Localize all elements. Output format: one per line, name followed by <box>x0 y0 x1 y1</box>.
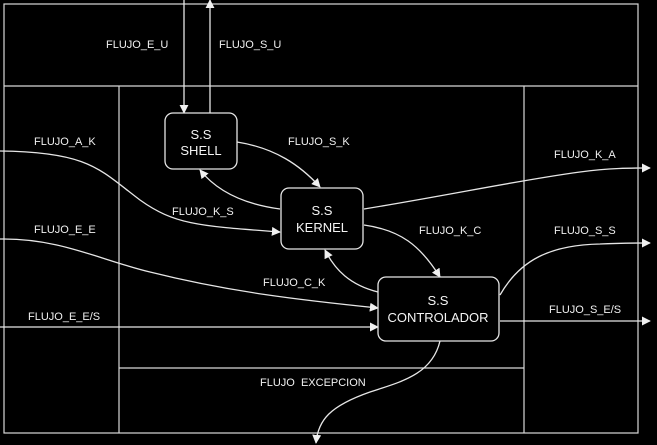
node-kernel-line1: S.S <box>312 203 333 218</box>
node-shell[interactable]: S.S SHELL <box>164 112 238 170</box>
arrow-flujo-c-k <box>324 249 379 293</box>
label-flujo-s-s: FLUJO_S_S <box>554 225 616 237</box>
outer-frame <box>3 3 639 434</box>
label-flujo-k-a: FLUJO_K_A <box>554 149 616 161</box>
label-flujo-e-u: FLUJO_E_U <box>106 39 168 51</box>
label-flujo-s-es: FLUJO_S_E/S <box>549 304 621 316</box>
node-shell-line2: SHELL <box>180 143 221 158</box>
node-controlador-line2: CONTROLADOR <box>387 310 488 325</box>
label-flujo-e-e: FLUJO_E_E <box>34 224 96 236</box>
arrow-flujo-k-c <box>363 224 441 278</box>
label-flujo-e-es: FLUJO_E_E/S <box>28 311 100 323</box>
node-shell-box[interactable] <box>164 112 238 170</box>
node-kernel-line2: KERNEL <box>296 220 348 235</box>
arrow-flujo-s-k <box>236 141 321 188</box>
label-flujo-k-s: FLUJO_K_S <box>172 206 234 218</box>
label-flujo-s-k: FLUJO_S_K <box>288 136 350 148</box>
frame <box>3 3 639 434</box>
label-flujo-excepcion: FLUJO EXCEPCION <box>260 377 366 389</box>
label-flujo-a-k: FLUJO_A_K <box>34 136 96 148</box>
node-kernel[interactable]: S.S KERNEL <box>280 187 364 250</box>
node-controlador-box[interactable] <box>377 276 500 342</box>
node-shell-line1: S.S <box>191 127 212 142</box>
arrow-flujo-e-e <box>0 238 379 312</box>
arrow-flujo-k-a <box>363 163 651 210</box>
node-controlador-line1: S.S <box>428 293 449 308</box>
arrow-flujo-excepcion <box>312 340 441 444</box>
label-flujo-k-c: FLUJO_K_C <box>419 225 481 237</box>
node-controlador[interactable]: S.S CONTROLADOR <box>377 276 500 342</box>
arrow-flujo-k-s <box>199 169 281 210</box>
arrow-flujo-a-k <box>0 150 281 236</box>
label-flujo-c-k: FLUJO_C_K <box>263 277 326 289</box>
flow-labels: FLUJO_E_U FLUJO_S_U FLUJO_A_K FLUJO_S_K … <box>28 39 621 389</box>
arrow-flujo-s-s <box>499 238 651 296</box>
node-kernel-box[interactable] <box>280 187 364 250</box>
label-flujo-s-u: FLUJO_S_U <box>219 39 281 51</box>
